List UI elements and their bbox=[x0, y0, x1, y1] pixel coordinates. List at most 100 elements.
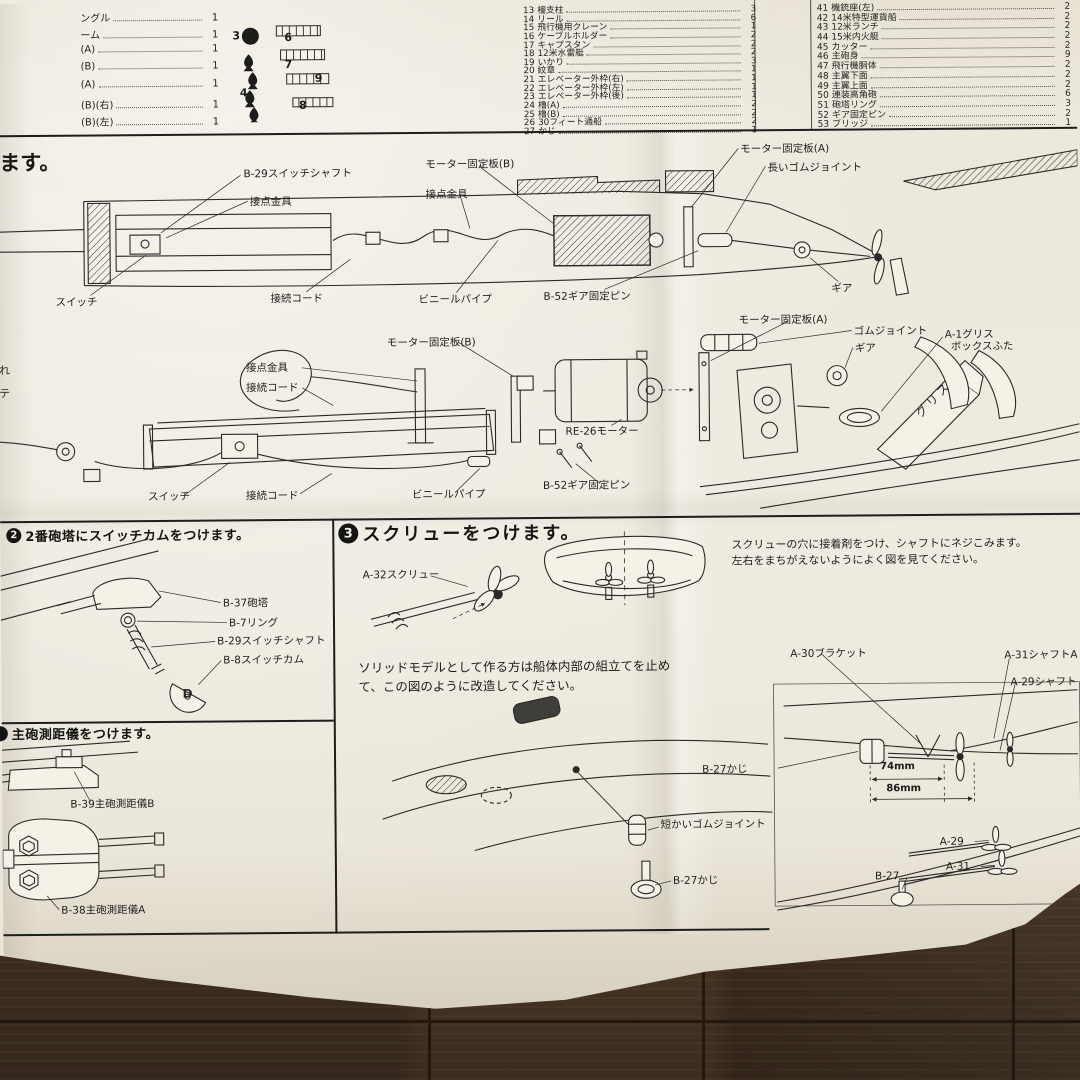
floor-plank-seam bbox=[1012, 855, 1015, 1080]
parts-list-left-column: ングル 1 ーム 1 (A) 1 bbox=[80, 8, 219, 131]
part-qty: 2 bbox=[1065, 108, 1072, 119]
motor-assembly-exploded-diagram bbox=[0, 316, 1080, 519]
label-grease-box-lid-2: ボックスふた bbox=[950, 340, 1014, 353]
part-silhouette-number: 7 bbox=[284, 57, 293, 71]
label-contact-plate: 接点金具 bbox=[425, 188, 468, 201]
parts-row: 41 機銃座(左) 2 bbox=[814, 0, 1070, 10]
parts-row: 49 主翼上面 2 bbox=[815, 76, 1071, 88]
part-silhouette-number: 6 bbox=[284, 30, 293, 44]
label-switch-cam: B-8スイッチカム bbox=[223, 653, 305, 667]
parts-row: 52 ギア固定ピン 2 bbox=[815, 105, 1071, 117]
floor-plank-seam bbox=[0, 1020, 1080, 1023]
label-switch-shaft: B-29スイッチシャフト bbox=[243, 167, 352, 181]
parts-table-divider bbox=[810, 0, 812, 129]
label-long-rubber-joint: 長いゴムジョイント bbox=[767, 161, 862, 175]
part-number: 41 bbox=[816, 3, 829, 14]
part-name: (B)(左) bbox=[81, 117, 114, 129]
part-silhouette-number: 4 bbox=[239, 86, 248, 100]
part-name: ングル bbox=[80, 13, 111, 25]
part-qty: 2 bbox=[1064, 21, 1071, 32]
label-contact-plate: 接点金具 bbox=[245, 361, 289, 375]
label-cord: 接続コード bbox=[246, 381, 299, 395]
stern-shaft-detail-diagram bbox=[691, 636, 1080, 934]
part-silhouettes-diagram bbox=[218, 18, 339, 123]
leader-dots bbox=[116, 107, 203, 109]
label-shaft-b: A-29シャフト bbox=[1010, 675, 1077, 689]
parts-row: 45 カッター 2 bbox=[814, 38, 1070, 50]
label-motor-plate-a: モーター固定板(A) bbox=[740, 142, 830, 156]
cam-molded-letter: D bbox=[182, 686, 193, 701]
label-rangefinder-b: B-39主砲測距儀B bbox=[70, 798, 155, 811]
label-screw: A-32スクリュー bbox=[362, 568, 440, 582]
part-number: 52 bbox=[817, 110, 830, 121]
parts-row: (B) 1 bbox=[81, 61, 219, 79]
part-qty: 3 bbox=[1065, 98, 1071, 109]
dimension-74mm: 74mm bbox=[880, 761, 915, 773]
parts-list-middle-column: 13 檣支柱 3 14 リール 6 15 飛行機用クレー bbox=[520, 1, 757, 132]
label-switch: スイッチ bbox=[147, 490, 191, 504]
label-bracket: A-30ブラケット bbox=[790, 647, 867, 661]
label-grease-box-lid-1: A-1グリス bbox=[944, 328, 994, 341]
parts-row: 44 15米内火艇 2 bbox=[814, 28, 1070, 40]
leader-dots bbox=[98, 50, 202, 52]
part-number: 42 bbox=[816, 13, 829, 24]
label-motor-plate-a: モーター固定板(A) bbox=[738, 313, 828, 327]
parts-row: 48 主翼下面 2 bbox=[815, 67, 1071, 79]
parts-row: 42 14米特型運貨船 2 bbox=[814, 8, 1070, 20]
part-qty: 1 bbox=[212, 60, 219, 72]
part-silhouette-number: 9 bbox=[314, 71, 323, 85]
label-cord: 接続コード bbox=[270, 292, 323, 306]
label-contact-plate: 接点金具 bbox=[249, 195, 292, 209]
parts-row: 46 主砲身 9 bbox=[814, 47, 1070, 59]
part-number: 50 bbox=[817, 90, 829, 101]
label-gear-pin: B-52ギア固定ピン bbox=[542, 479, 631, 492]
label-rudder: B-27かじ bbox=[702, 763, 748, 776]
leader-dots bbox=[98, 68, 202, 70]
part-name: (A) bbox=[80, 44, 96, 56]
part-number: 46 bbox=[817, 52, 829, 63]
label-motor-plate-b: モーター固定板(B) bbox=[425, 158, 515, 171]
label-rangefinder-a: B-38主砲測距儀A bbox=[61, 904, 146, 917]
part-silhouette-number: 8 bbox=[298, 98, 307, 112]
label-shaft-a: A-31シャフトA bbox=[1004, 648, 1078, 662]
parts-row: (A) 1 bbox=[81, 78, 219, 96]
label-part-b27: B-27 bbox=[874, 870, 900, 883]
parts-row: (B)(右) 1 bbox=[81, 95, 219, 113]
screw-installation-diagram bbox=[332, 516, 773, 936]
part-qty: 6 bbox=[1065, 88, 1071, 100]
part-qty: 1 bbox=[212, 43, 219, 55]
part-name: (B)(右) bbox=[80, 100, 114, 112]
label-vinyl-pipe: ビニールパイプ bbox=[411, 488, 486, 501]
part-name: ーム bbox=[80, 30, 101, 42]
label-cord: 接続コード bbox=[245, 489, 299, 503]
part-qty: 1 bbox=[212, 116, 220, 128]
parts-row: 47 飛行機胴体 2 bbox=[815, 57, 1071, 69]
part-name: (B) bbox=[80, 61, 96, 73]
parts-row: 53 ブリッジ 1 bbox=[815, 115, 1071, 127]
label-switch: スイッチ bbox=[55, 296, 98, 309]
parts-row: (A) 1 bbox=[80, 43, 218, 61]
part-qty: 2 bbox=[1065, 79, 1071, 90]
label-part-a29: A-29 bbox=[939, 835, 964, 848]
leader-dots bbox=[113, 20, 202, 22]
part-name: (A) bbox=[80, 79, 96, 91]
label-part-a31: A-31 bbox=[945, 860, 971, 873]
part-number: 45 bbox=[816, 42, 829, 53]
label-motor: RE-26モーター bbox=[565, 425, 639, 438]
leader-dots bbox=[117, 124, 204, 126]
part-qty: 1 bbox=[212, 99, 219, 111]
part-qty: 2 bbox=[1064, 40, 1071, 51]
part-number: 43 bbox=[816, 23, 829, 34]
part-qty: 9 bbox=[1064, 50, 1071, 61]
turret-switch-cam-diagram bbox=[0, 522, 334, 725]
label-motor-plate-b: モーター固定板(B) bbox=[386, 336, 476, 350]
part-number: 49 bbox=[817, 81, 829, 92]
parts-row: 51 砲塔リング 3 bbox=[815, 96, 1071, 108]
part-qty: 2 bbox=[1064, 30, 1071, 41]
label-gear: ギア bbox=[854, 342, 876, 355]
part-number: 47 bbox=[817, 61, 829, 72]
floor-plank-seam bbox=[428, 980, 431, 1080]
parts-row: ーム 1 bbox=[80, 26, 218, 44]
floor-plank-seam bbox=[702, 945, 705, 1080]
